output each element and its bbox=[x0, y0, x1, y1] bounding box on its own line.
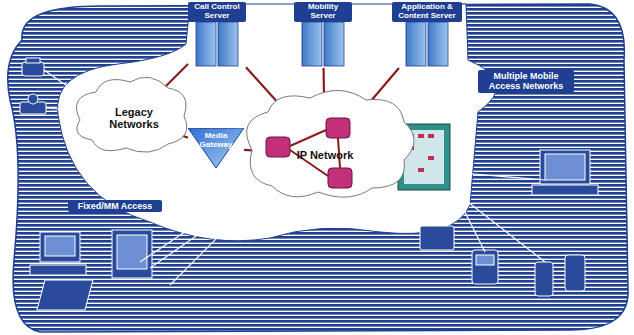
gateway-label: Media Gateway bbox=[188, 128, 244, 150]
cloud-node: IP Network bbox=[292, 144, 358, 166]
server-label: Mobility Server bbox=[294, 2, 352, 22]
ip-cloud bbox=[247, 90, 414, 197]
network-label: Legacy Networks bbox=[96, 105, 172, 131]
gateway-node: Media Gateway bbox=[188, 128, 244, 168]
server-icons bbox=[196, 22, 448, 66]
device-icons bbox=[20, 58, 598, 310]
area-label: Fixed/MM Access bbox=[68, 200, 162, 212]
white-core-region bbox=[58, 4, 497, 241]
network-label: IP Network bbox=[292, 148, 358, 162]
server-node: Mobility Server bbox=[294, 2, 352, 68]
access-links bbox=[44, 70, 545, 285]
server-node: Call Control Server bbox=[188, 2, 246, 68]
legacy-cloud bbox=[76, 77, 186, 152]
gateway-triangle bbox=[188, 128, 244, 168]
server-label: Call Control Server bbox=[188, 2, 246, 22]
striped-region bbox=[8, 4, 628, 332]
area-label: Multiple Mobile Access Networks bbox=[478, 70, 574, 93]
server-label: Application & Content Server bbox=[392, 2, 462, 22]
cloud-node: Legacy Networks bbox=[96, 98, 172, 138]
server-node: Application & Content Server bbox=[392, 2, 462, 68]
